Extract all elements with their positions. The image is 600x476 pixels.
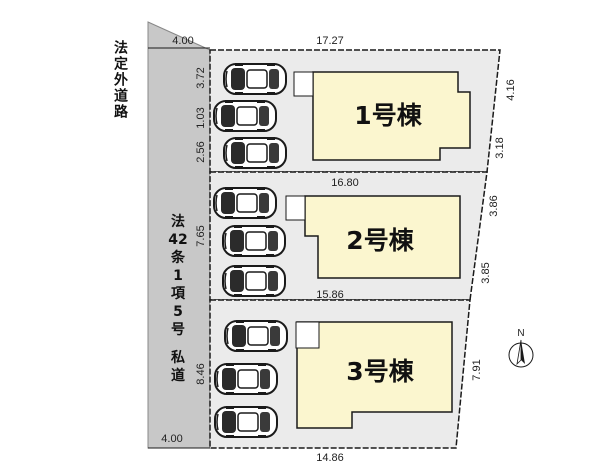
- parking-space: [222, 264, 286, 298]
- building-1-label: 1号棟: [354, 101, 422, 130]
- dim-lot2-right-a: 3.86: [488, 195, 500, 216]
- dim-lot3-top: 15.86: [316, 289, 344, 301]
- north-label: N: [517, 328, 524, 339]
- parking-space: [223, 136, 287, 170]
- dim-top-edge: 17.27: [316, 35, 344, 47]
- building-3-label: 3号棟: [346, 357, 414, 386]
- parking-space: [214, 405, 278, 439]
- private-road-char: 5: [173, 304, 183, 320]
- dim-lot3-left: 8.46: [195, 363, 207, 384]
- private-road-label: 法 42 条 1 項 5 号 私 道: [168, 213, 187, 384]
- dim-lot2-left: 7.65: [195, 225, 207, 246]
- entry-2: [285, 195, 306, 221]
- road-width-bottom: 4.00: [161, 433, 182, 445]
- dim-lot1-left-b: 1.03: [195, 107, 207, 128]
- private-road-char: 法: [171, 213, 185, 230]
- entry-3: [295, 321, 320, 349]
- dim-bottom-edge: 14.86: [316, 452, 344, 464]
- building-2-label: 2号棟: [346, 226, 414, 255]
- building-2: [304, 195, 461, 279]
- public-road-label: 法定外道路: [112, 39, 128, 120]
- parking-space: [223, 62, 287, 96]
- private-road-char: 条: [170, 249, 186, 266]
- parking-space: [224, 319, 288, 353]
- parking-space: [213, 186, 277, 220]
- north-arrow: N: [508, 328, 534, 368]
- private-road-char: 道: [171, 367, 185, 384]
- dim-lot2-right-b: 3.85: [480, 262, 492, 283]
- dim-lot1-left-a: 3.72: [195, 67, 207, 88]
- dim-lot2-top: 16.80: [331, 177, 359, 189]
- parking-space: [214, 362, 278, 396]
- private-road-char: 1: [173, 268, 183, 284]
- road-width-top: 4.00: [172, 35, 193, 47]
- dim-lot1-right-b: 3.18: [494, 137, 506, 158]
- dim-lot1-right-a: 4.16: [505, 79, 517, 100]
- private-road-char: 号: [171, 322, 185, 338]
- dim-lot1-left-c: 2.56: [195, 141, 207, 162]
- dim-lot3-right: 7.91: [471, 359, 483, 380]
- parking-space: [222, 224, 286, 258]
- parking-space: [213, 99, 277, 133]
- building-3: [296, 321, 453, 429]
- private-road-char: 項: [171, 286, 186, 302]
- private-road-char: 私: [171, 349, 185, 366]
- building-1: [312, 71, 471, 161]
- entry-1: [293, 71, 314, 97]
- private-road-char: 42: [168, 232, 187, 248]
